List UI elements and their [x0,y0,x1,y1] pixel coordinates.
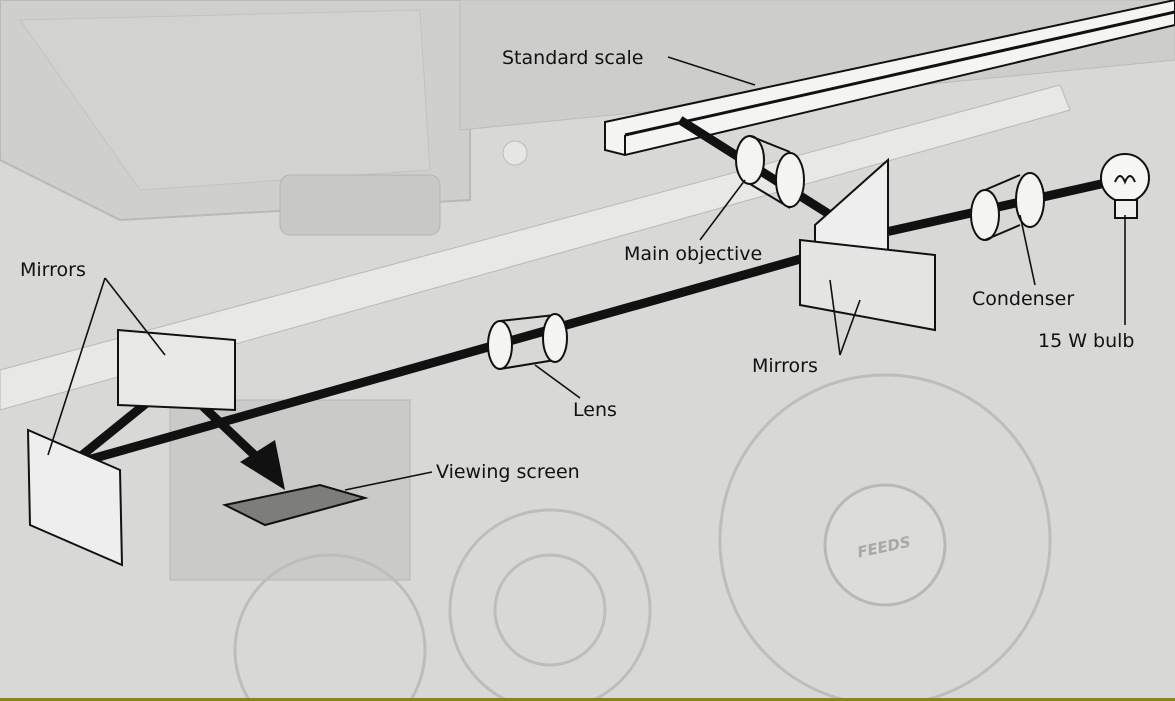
beam-arrow-icon [240,440,285,490]
label-bulb: 15 W bulb [1038,330,1134,352]
mirrors-left [26,328,236,567]
leader-lines [47,56,1126,491]
label-standard-scale: Standard scale [502,47,643,69]
label-condenser: Condenser [972,288,1074,310]
handwheel-left [448,508,652,701]
label-mirrors-right: Mirrors [752,355,818,377]
main-objective [735,135,805,209]
label-mirrors-left: Mirrors [20,259,86,281]
condenser [970,172,1045,241]
viewing-screen [221,483,369,527]
bulb-icon [1100,153,1150,219]
lens [487,313,568,370]
handwheel-feeds [718,373,1052,701]
label-viewing-screen: Viewing screen [436,461,580,483]
label-lens: Lens [573,399,617,421]
gauge-dial [233,553,427,701]
label-main-objective: Main objective [624,243,762,265]
bottom-rule [0,698,1175,701]
